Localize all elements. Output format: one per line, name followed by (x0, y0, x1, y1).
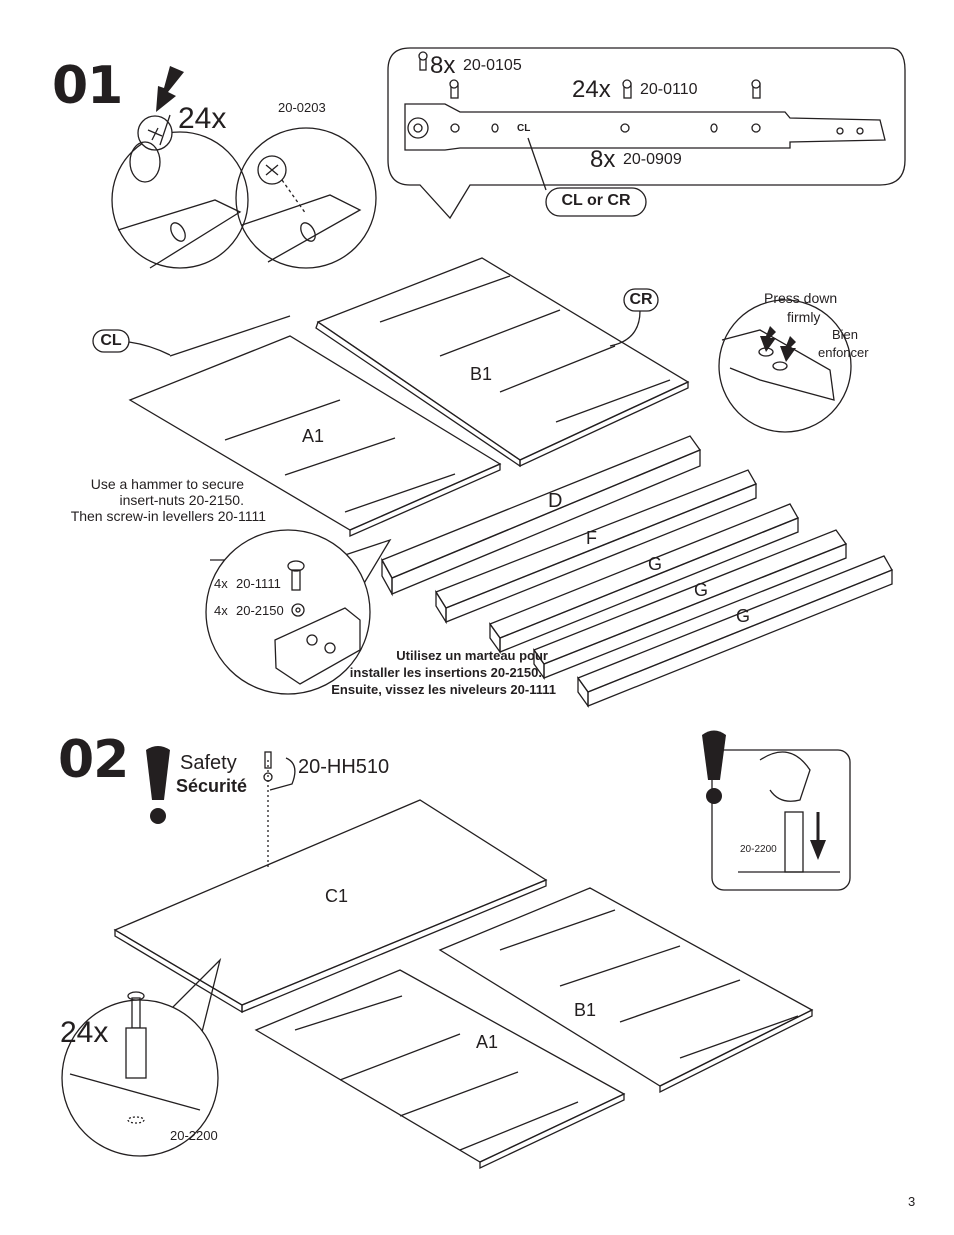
safety-exclamation-icon (702, 730, 726, 804)
press-down-en-2: firmly (787, 309, 821, 325)
step-2-number: 02 (58, 730, 129, 790)
rail-g-2 (532, 529, 848, 681)
rail-g2-label: G (694, 580, 709, 600)
leveller-code: 20-1111 (236, 576, 281, 591)
hammer-en-1: Use a hammer to secure (90, 476, 244, 492)
press-down-en-1: Press down (764, 290, 838, 306)
leveller-icon (287, 560, 305, 591)
side-label: CL or CR (561, 192, 631, 209)
hammer-fr-2: installer les insertions 20-2150. (349, 665, 542, 680)
rail-f-label: F (586, 528, 597, 548)
press-down-detail-circle (718, 299, 852, 433)
down-arrow-icon (810, 840, 826, 860)
safety-code: 20-HH510 (298, 756, 390, 778)
press-down-fr-2: enfoncer (818, 345, 869, 360)
dowel-callout-code: 20-2200 (740, 844, 777, 855)
callout-qty-c: 8x (590, 146, 616, 173)
hammer-fr-1: Utilisez un marteau pour (396, 648, 548, 663)
panel-a1-step2-label: A1 (476, 1032, 499, 1052)
dowel-callout-box (711, 749, 851, 891)
safety-en: Safety (180, 752, 237, 774)
hammer-fr-3: Ensuite, vissez les niveleurs 20-1111 (331, 682, 556, 697)
safety-fr: Sécurité (176, 776, 248, 796)
cr-label: CR (629, 291, 653, 308)
press-down-fr-1: Bien (832, 327, 859, 342)
dowel-icon (125, 991, 147, 1124)
rail-d-label: D (548, 490, 563, 512)
callout-qty-a: 8x (430, 52, 456, 79)
callout-code-a: 20-0105 (463, 57, 522, 74)
page-number: 3 (908, 1194, 916, 1209)
callout-code-c: 20-0909 (623, 151, 682, 168)
panel-b1-label: B1 (470, 364, 493, 384)
rail-label: CL (517, 123, 531, 134)
insert-nut-icon (291, 603, 305, 617)
screw-icon (449, 79, 459, 99)
rail-d (381, 435, 702, 597)
cl-label: CL (100, 332, 122, 349)
leveller-qty: 4x (214, 576, 228, 591)
callout-code-b: 20-0110 (640, 81, 698, 98)
hammer-en-2: insert-nuts 20-2150. (119, 492, 244, 508)
screw-icon (751, 79, 761, 99)
rail-f (435, 469, 757, 625)
insert-nut-detail-circle (235, 127, 377, 269)
dowel-icon (784, 811, 804, 873)
callout-qty-b: 24x (572, 76, 611, 103)
step-1-number: 01 (52, 56, 123, 116)
insert-code: 20-2150 (236, 603, 284, 618)
screw-icon (418, 51, 428, 71)
panel-c1-label: C1 (325, 886, 349, 906)
cam-qty: 24x (178, 102, 227, 135)
insert-qty: 4x (214, 603, 228, 618)
panel-b1-step2-label: B1 (574, 1000, 597, 1020)
hammer-en-3: Then screw-in levellers 20-1111 (70, 508, 266, 524)
rail-g-3 (576, 555, 893, 709)
dowel-code: 20-2200 (170, 1128, 218, 1143)
dowel-qty: 24x (60, 1016, 109, 1049)
safety-exclamation-icon (146, 746, 170, 824)
cam-detail-circle (111, 131, 249, 269)
down-arrow-icon (156, 66, 184, 112)
press-arrow-icon (760, 326, 776, 352)
rail-wheel-icon (407, 117, 429, 139)
rail-g-1 (488, 503, 799, 655)
slide-callout-bubble (387, 47, 906, 220)
rail-g3-label: G (736, 606, 751, 626)
panel-a1-label: A1 (302, 426, 325, 446)
finger-icon (759, 751, 811, 802)
cam-code: 20-0203 (278, 100, 326, 115)
rail-g1-label: G (648, 554, 663, 574)
screw-icon (622, 79, 632, 99)
press-arrow-icon (780, 336, 796, 362)
